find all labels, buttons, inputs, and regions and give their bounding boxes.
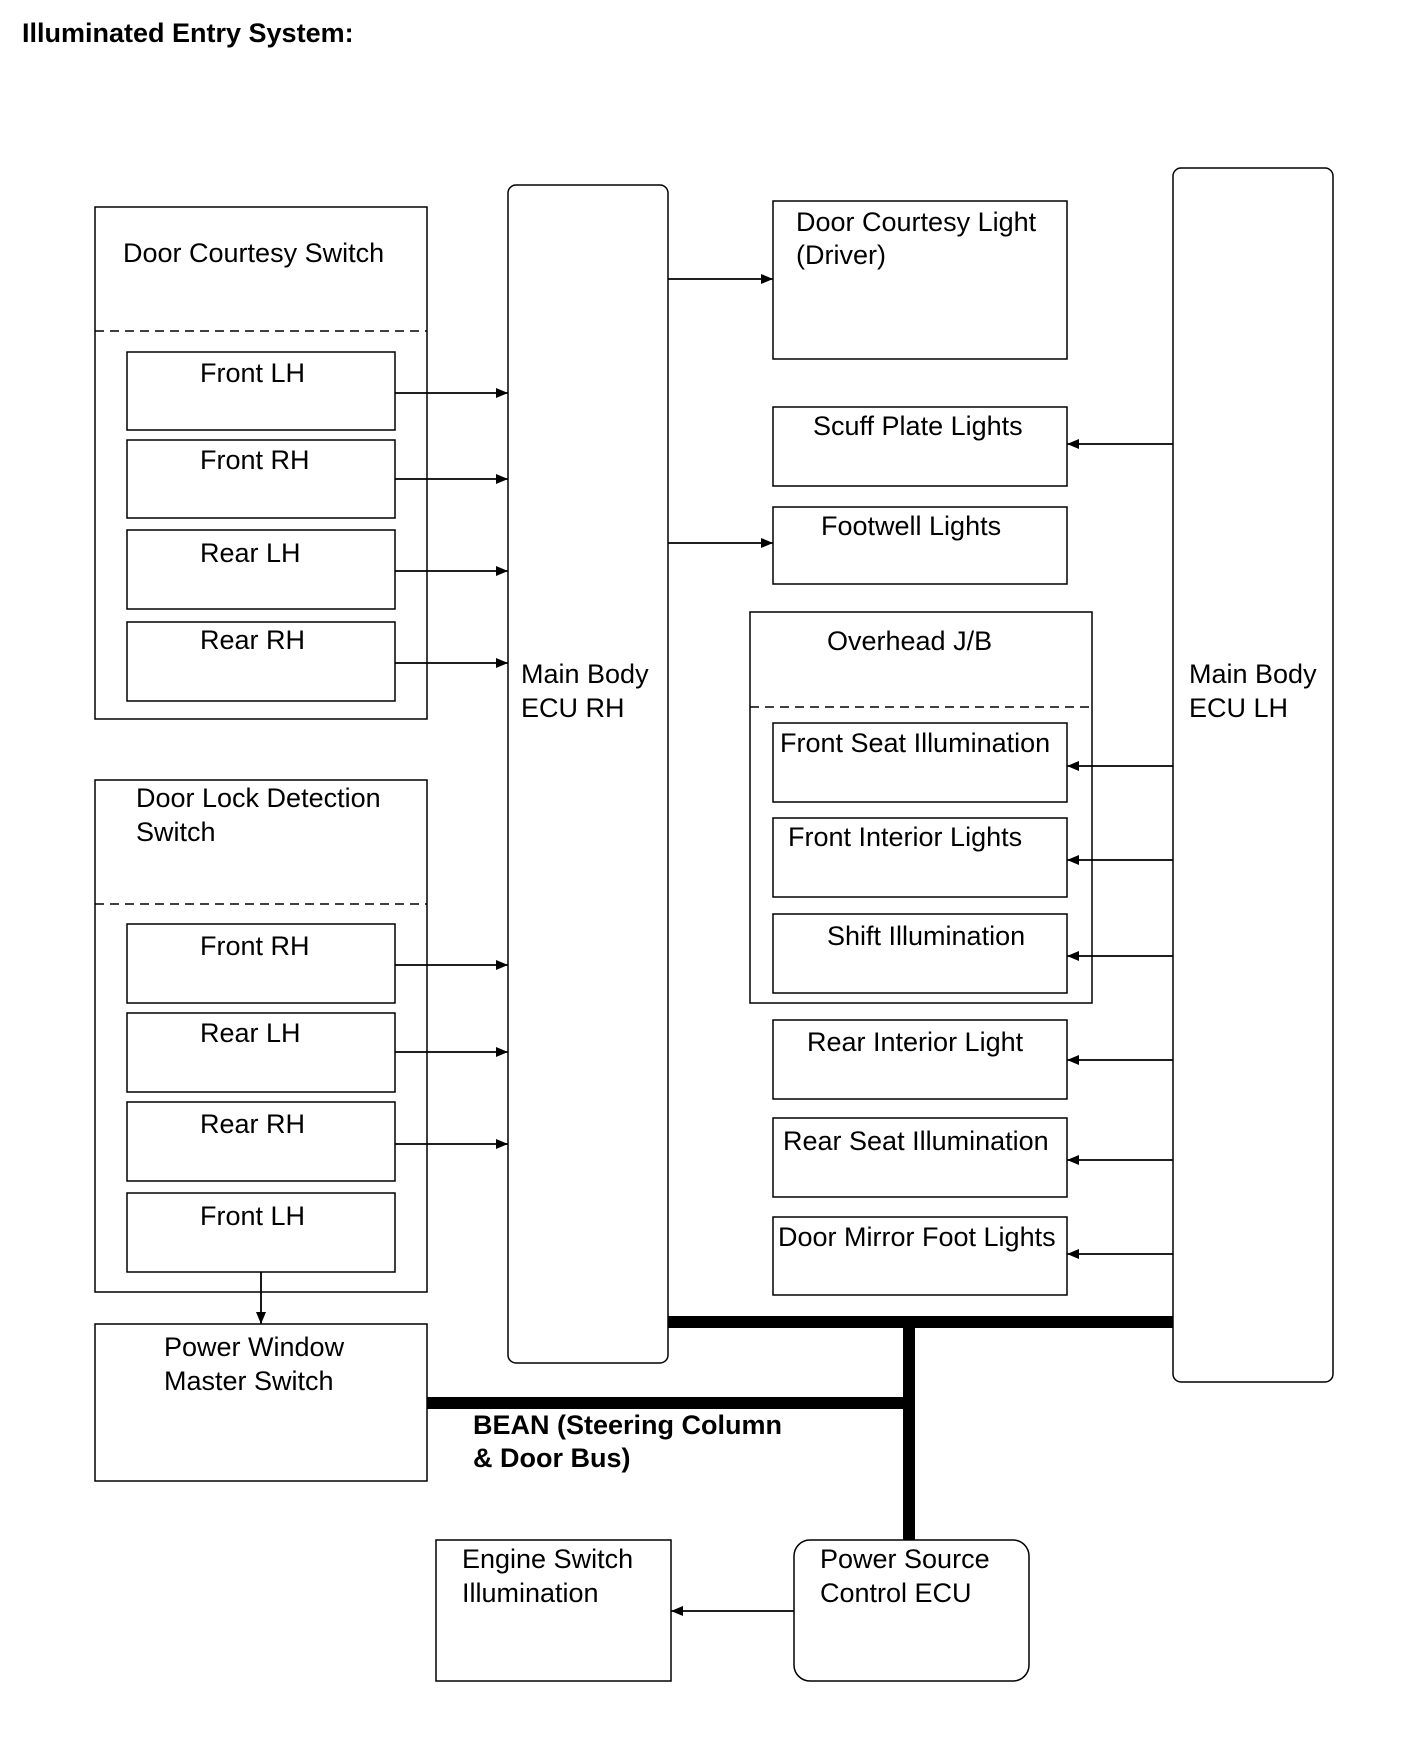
power-source-control-ecu: Power Source Control ECU [793,1539,1030,1682]
engine-switch-line2: Illumination [462,1578,599,1608]
item-label: Rear RH [200,1109,305,1139]
item-label: Rear LH [200,1018,301,1048]
item-label: Front Seat Illumination [780,728,1050,758]
door-courtesy-switch-front-lh: Front LH [126,351,396,431]
footwell-lights: Footwell Lights [772,506,1068,585]
main-body-ecu-rh: Main Body ECU RH [507,184,669,1364]
item-label: Rear LH [200,538,301,568]
door-mirror-foot-lights-label: Door Mirror Foot Lights [778,1222,1056,1252]
ecu-rh-to-lights-arrows [668,274,773,548]
bean-bus-label: BEAN (Steering Column [473,1410,782,1440]
main-body-ecu-lh-line1: Main Body [1189,659,1317,689]
item-label: Front Interior Lights [788,822,1022,852]
ecu-lh-to-lights-arrows [1067,439,1173,1259]
switch-to-ecu-rh-arrows [395,388,508,1149]
scuff-plate-lights-label: Scuff Plate Lights [813,411,1023,441]
door-courtesy-light-driver: Door Courtesy Light (Driver) [772,200,1068,360]
shift-illumination: Shift Illumination [772,913,1068,994]
page-title: Illuminated Entry System: [22,18,354,48]
power-source-line1: Power Source [820,1544,990,1574]
rear-seat-illumination-label: Rear Seat Illumination [783,1126,1049,1156]
power-source-line2: Control ECU [820,1578,972,1608]
main-body-ecu-rh-line1: Main Body [521,659,649,689]
power-window-line1: Power Window [164,1332,345,1362]
item-label: Shift Illumination [827,921,1025,951]
footwell-lights-label: Footwell Lights [821,511,1001,541]
door-lock-detection-title: Door Lock Detection [136,783,381,813]
door-courtesy-switch-title: Door Courtesy Switch [123,238,384,268]
door-lock-detection-front-lh: Front LH [126,1192,396,1273]
item-label: Front RH [200,445,310,475]
rear-interior-light-label: Rear Interior Light [807,1027,1024,1057]
door-courtesy-switch-rear-rh: Rear RH [126,621,396,702]
overhead-jb-group: Overhead J/B Front Seat Illumination Fro… [749,611,1093,1004]
door-lock-detection-front-rh: Front RH [126,923,396,1004]
item-label: Front LH [200,1201,305,1231]
door-courtesy-switch-front-rh: Front RH [126,439,396,519]
item-label: Rear RH [200,625,305,655]
front-interior-lights: Front Interior Lights [772,817,1068,898]
overhead-jb-title: Overhead J/B [827,626,992,656]
scuff-plate-lights: Scuff Plate Lights [772,406,1068,487]
bean-bus-label-line2: & Door Bus) [473,1443,631,1473]
door-lock-detection-title-line2: Switch [136,817,216,847]
rear-seat-illumination: Rear Seat Illumination [772,1117,1068,1198]
bean-bus [427,1316,1173,1540]
main-body-ecu-lh: Main Body ECU LH [1172,167,1334,1383]
engine-switch-line1: Engine Switch [462,1544,633,1574]
power-window-line2: Master Switch [164,1366,334,1396]
main-body-ecu-lh-line2: ECU LH [1189,693,1288,723]
door-mirror-foot-lights: Door Mirror Foot Lights [772,1216,1068,1296]
item-label: Front RH [200,931,310,961]
door-courtesy-light-line1: Door Courtesy Light [796,207,1037,237]
main-body-ecu-rh-line2: ECU RH [521,693,625,723]
door-lock-detection-rear-lh: Rear LH [126,1012,396,1093]
door-courtesy-switch-rear-lh: Rear LH [126,529,396,610]
rear-interior-light: Rear Interior Light [772,1019,1068,1100]
door-lock-detection-rear-rh: Rear RH [126,1101,396,1182]
item-label: Front LH [200,358,305,388]
front-seat-illumination: Front Seat Illumination [772,722,1068,803]
power-window-master-switch: Power Window Master Switch [94,1323,428,1482]
door-courtesy-light-line2: (Driver) [796,240,886,270]
door-courtesy-switch-group: Door Courtesy Switch Front LH Front RH R… [94,206,428,720]
door-lock-detection-switch-group: Door Lock Detection Switch Front RH Rear… [94,779,428,1293]
engine-switch-illumination: Engine Switch Illumination [435,1539,672,1682]
